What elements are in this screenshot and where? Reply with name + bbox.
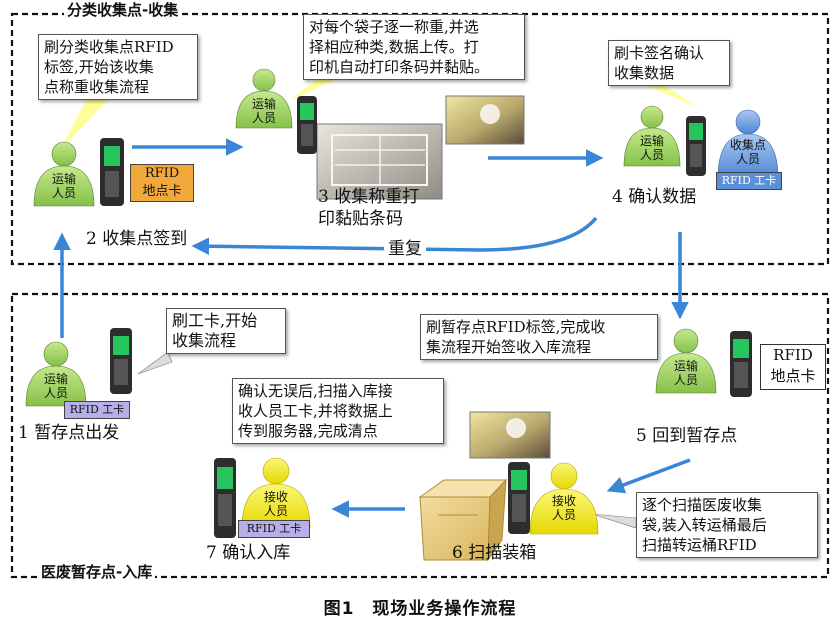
arrow-5-to-6 [606, 458, 691, 494]
step-6-label: 6 扫描装箱 [452, 543, 537, 563]
transport-person-icon [25, 341, 87, 407]
rfid-work-card: RFID 工卡 [716, 172, 782, 190]
callout-7: 逐个扫描医废收集 袋,装入转运桶最后 扫描转运桶RFID [636, 492, 818, 558]
step-3-label-line2: 印黏贴条码 [318, 209, 403, 229]
transport-person-icon [623, 105, 681, 167]
receiver-person-icon [529, 462, 599, 535]
arrow-repeat [191, 216, 598, 255]
step-2-label: 2 收集点签到 [86, 229, 188, 249]
scanner-icon [508, 462, 530, 534]
callout-4-pointer [137, 351, 173, 375]
transport-person-icon [655, 328, 717, 394]
repeat-label: 重复 [384, 239, 426, 260]
transport-person-icon [235, 68, 293, 129]
callout-4: 刷工卡,开始 收集流程 [166, 308, 286, 354]
step-5-label: 5 回到暂存点 [636, 426, 738, 446]
callout-5-line: 集流程开始签收入库流程 [426, 338, 592, 356]
scanner-icon [214, 458, 236, 538]
callout-2-line: 对每个袋子逐一称重,并选 [309, 18, 479, 36]
transport-person-label: 运输人员 [673, 359, 698, 387]
step-4-label: 4 确认数据 [612, 187, 697, 207]
rfid-work-card: RFID 工卡 [238, 520, 310, 538]
callout-2: 对每个袋子逐一称重,并选 择相应种类,数据上传。打 印机自动打印条码并黏贴。 [303, 14, 525, 80]
step-1-label: 1 暂存点出发 [18, 423, 120, 443]
receiver-person-icon [241, 457, 311, 529]
callout-5: 刷暂存点RFID标签,完成收 集流程开始签收入库流程 [420, 314, 658, 360]
receiver-person-label: 接收人员 [551, 494, 576, 522]
flow-arrows [53, 138, 691, 518]
scanner-icon [100, 138, 124, 206]
callout-5-line: 刷暂存点RFID标签,完成收 [426, 318, 606, 336]
rfid-site-card: RFID 地点卡 [130, 164, 194, 202]
callout-4-line: 刷工卡,开始 [172, 311, 258, 330]
people [25, 68, 779, 535]
callout-2-pointer [290, 78, 340, 100]
scanner-icon [686, 116, 706, 176]
transport-box [418, 478, 508, 562]
callout-6: 确认无误后,扫描入库接 收人员工卡,并将数据上 传到服务器,完成清点 [232, 378, 444, 444]
weighing-scale-photo [316, 123, 443, 200]
step-7-label: 7 确认入库 [206, 543, 291, 563]
bottom-region-label: 医废暂存点-入库 [38, 563, 156, 582]
transport-person-icon [33, 141, 95, 207]
waste-bag-photo-bottom [469, 411, 551, 459]
rfid-site-card-plain: RFID 地点卡 [760, 344, 826, 390]
scanner-icon [730, 331, 752, 397]
callout-1-line: 刷分类收集点RFID [44, 38, 174, 56]
callout-6-line: 收人员工卡,并将数据上 [238, 402, 393, 420]
callout-7-pointer [591, 513, 637, 529]
transport-person-label: 运输人员 [251, 97, 276, 125]
callout-2-line: 择相应种类,数据上传。打 [309, 38, 479, 56]
callout-7-line: 逐个扫描医废收集 [642, 496, 763, 514]
transport-person-label: 运输人员 [51, 172, 76, 200]
collector-person-icon [717, 109, 779, 179]
callout-1-line: 标签,开始该收集 [44, 58, 154, 76]
step-3-label-line1: 3 收集称重打 [318, 187, 420, 207]
rfid-work-card: RFID 工卡 [64, 401, 130, 419]
callout-1-pointer [60, 96, 112, 150]
callout-3-line: 收集数据 [614, 64, 675, 82]
figure-caption: 图1 现场业务操作流程 [323, 599, 517, 619]
callout-4-line: 收集流程 [172, 331, 237, 350]
scanners [100, 96, 752, 538]
callout-7-line: 袋,装入转运桶最后 [642, 516, 767, 534]
waste-bag-photo-top [445, 95, 525, 145]
callout-1: 刷分类收集点RFID 标签,开始该收集 点称重收集流程 [38, 34, 198, 100]
callout-6-line: 确认无误后,扫描入库接 [238, 382, 393, 400]
callout-6-line: 传到服务器,完成清点 [238, 422, 378, 440]
callout-7-line: 扫描转运桶RFID [642, 536, 757, 554]
callout-3-line: 刷卡签名确认 [614, 44, 705, 62]
top-region-frame [10, 12, 830, 266]
callout-3-pointer [640, 83, 700, 108]
callout-2-line: 印机自动打印条码并黏贴。 [309, 58, 490, 76]
callout-3: 刷卡签名确认 收集数据 [608, 40, 730, 86]
scanner-icon [297, 96, 317, 154]
receiver-person-label: 接收人员 [263, 490, 288, 518]
collector-person-label: 收集点人员 [729, 138, 766, 166]
transport-person-label: 运输人员 [639, 134, 664, 162]
scanner-icon [110, 328, 132, 394]
transport-person-label: 运输人员 [43, 372, 68, 400]
callout-1-line: 点称重收集流程 [44, 78, 150, 96]
top-region-label: 分类收集点-收集 [64, 1, 182, 20]
